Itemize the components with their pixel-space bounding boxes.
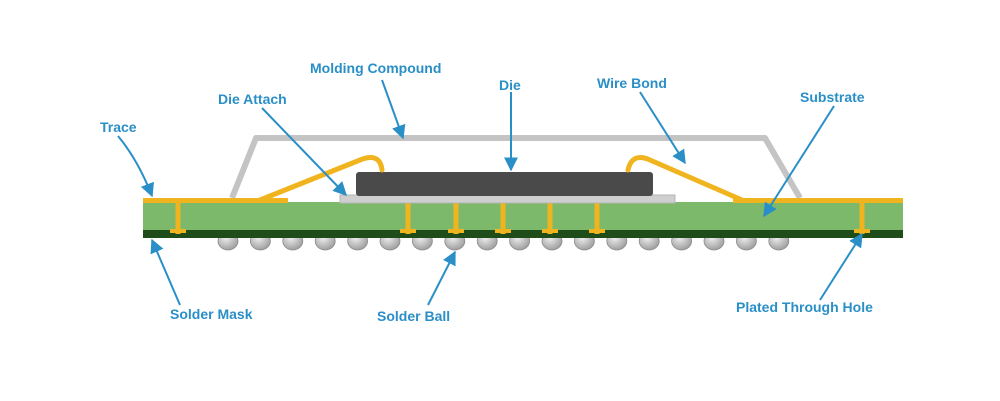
- substrate-layer: [143, 202, 903, 230]
- via: [500, 200, 506, 234]
- leader-lines: [117, 79, 863, 306]
- via-pad: [542, 229, 558, 233]
- label-wire-bond: Wire Bond: [597, 75, 667, 91]
- via: [453, 200, 459, 234]
- arrow-trace: [117, 135, 154, 198]
- via-pad: [854, 229, 870, 233]
- via: [594, 200, 600, 234]
- via: [405, 200, 411, 234]
- via: [859, 200, 865, 234]
- label-substrate: Substrate: [800, 89, 865, 105]
- via-pad: [170, 229, 186, 233]
- via: [547, 200, 553, 234]
- vias: [170, 200, 870, 234]
- arrow-plated-through-hole: [819, 232, 863, 301]
- trace-left: [143, 198, 288, 203]
- label-solder-mask: Solder Mask: [170, 306, 253, 322]
- via-pad: [400, 229, 416, 233]
- arrow-solder-mask: [150, 238, 181, 306]
- wire-bond-left: [257, 155, 385, 203]
- via-pad: [448, 229, 464, 233]
- via-pad: [589, 229, 605, 233]
- label-solder-ball: Solder Ball: [377, 308, 450, 324]
- label-molding-compound: Molding Compound: [310, 60, 441, 76]
- trace-right: [733, 198, 903, 203]
- via: [175, 200, 181, 234]
- die-attach-layer: [339, 194, 676, 204]
- arrow-substrate: [763, 105, 835, 218]
- arrow-wire-bond: [639, 91, 686, 165]
- arrow-die-attach: [261, 107, 347, 197]
- wire-bond-right: [625, 155, 745, 203]
- label-die-attach: Die Attach: [218, 91, 287, 107]
- die-block: [356, 172, 653, 196]
- label-plated-through-hole: Plated Through Hole: [736, 299, 873, 315]
- label-trace: Trace: [100, 119, 137, 135]
- arrow-solder-ball: [427, 250, 456, 306]
- label-die: Die: [499, 77, 521, 93]
- via-pad: [495, 229, 511, 233]
- arrow-molding-compound: [381, 79, 406, 140]
- solder-mask-layer: [143, 229, 903, 238]
